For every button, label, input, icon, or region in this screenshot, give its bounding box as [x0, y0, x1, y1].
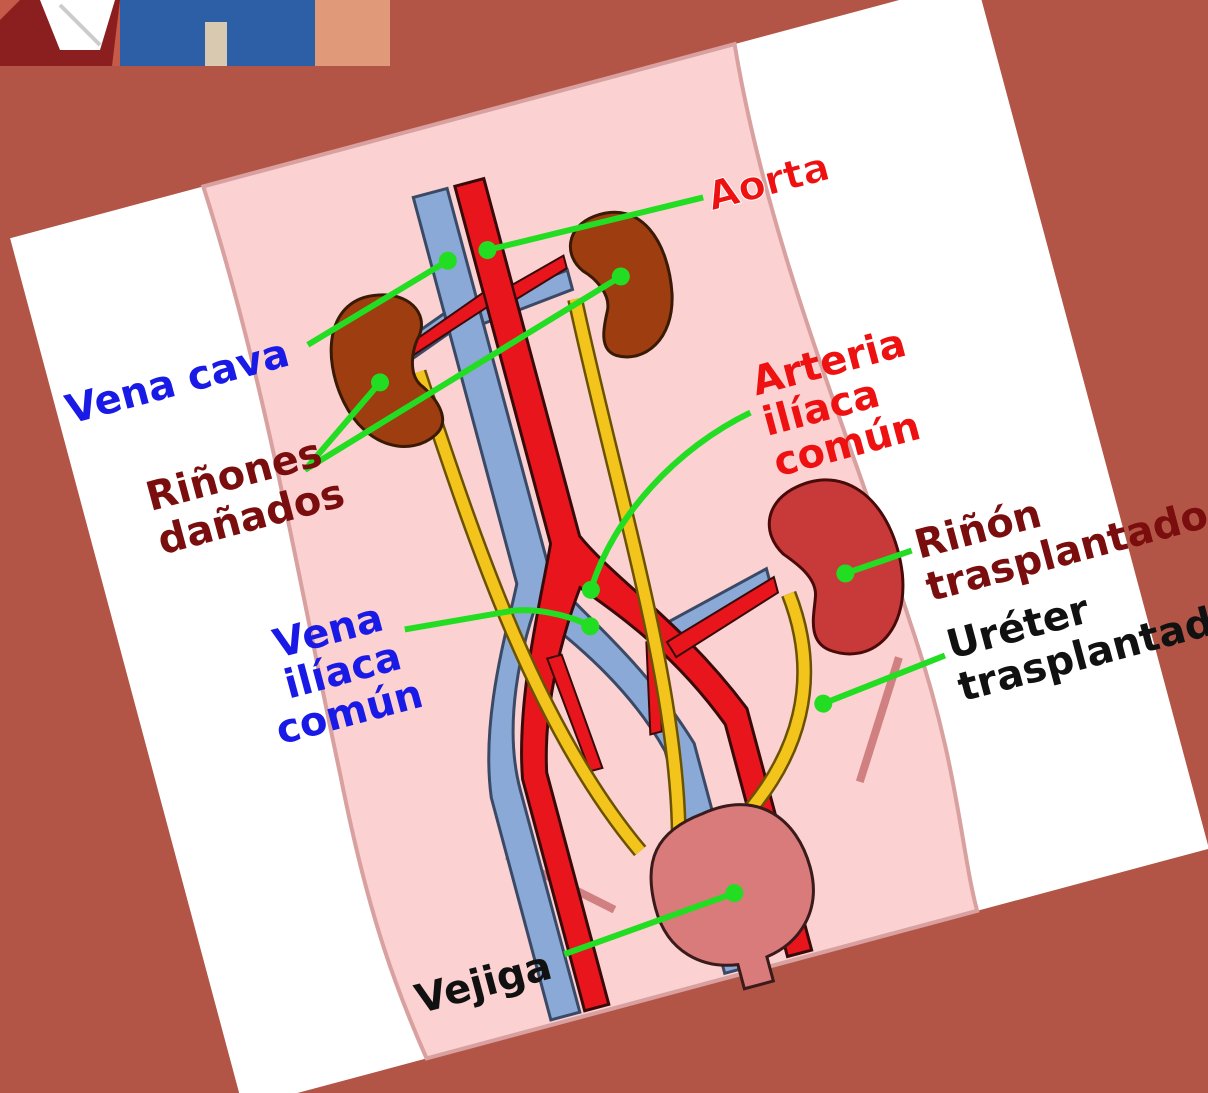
kidney-transplant-diagram: Aorta Vena cava Riñones dañados Arteria … [0, 0, 1208, 1093]
